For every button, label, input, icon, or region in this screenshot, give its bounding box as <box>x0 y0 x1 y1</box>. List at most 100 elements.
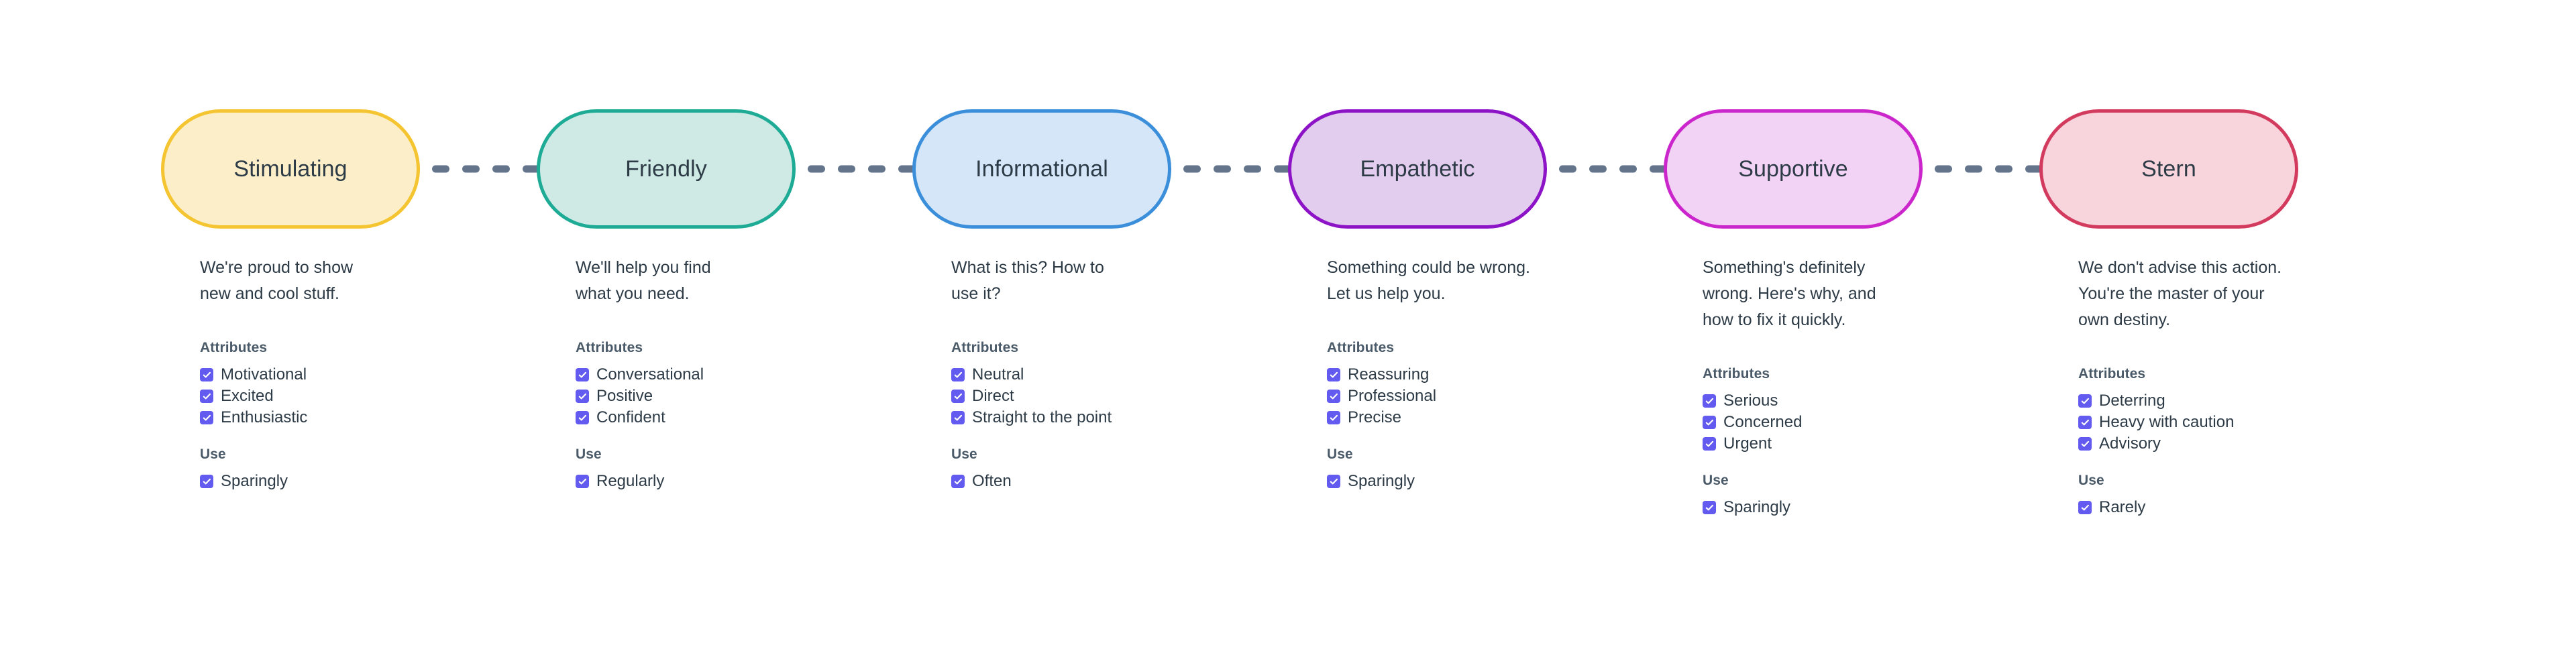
checkbox-label: Neutral <box>972 365 1024 384</box>
dash-segment <box>1183 165 1201 173</box>
dashed-line-icon <box>802 165 920 173</box>
tone-pill-friendly[interactable]: Friendly <box>537 109 796 229</box>
checkbox-label: Direct <box>972 387 1014 405</box>
checkbox-label: Rarely <box>2099 498 2146 516</box>
dash-segment <box>867 165 885 173</box>
tone-description: We'll help you find what you need. <box>576 258 711 303</box>
checkbox-item[interactable]: Excited <box>200 386 537 407</box>
checkbox-label: Often <box>972 472 1012 490</box>
tone-pill-cell: Empathetic <box>1288 109 1667 229</box>
dash-segment <box>1589 165 1607 173</box>
checkmark-icon[interactable] <box>200 390 213 403</box>
checkmark-icon[interactable] <box>1703 501 1716 514</box>
checkbox-label: Excited <box>221 387 274 405</box>
checkmark-icon[interactable] <box>1703 394 1716 408</box>
checkbox-item[interactable]: Advisory <box>2078 433 2415 455</box>
checkbox-label: Reassuring <box>1348 365 1430 384</box>
checkbox-item[interactable]: Direct <box>951 386 1288 407</box>
tone-pill-cell: Stern <box>2039 109 2415 229</box>
checkbox-item[interactable]: Sparingly <box>1703 497 2039 518</box>
checkmark-icon[interactable] <box>1327 390 1340 403</box>
tone-pill-label: Empathetic <box>1360 156 1475 182</box>
checkbox-item[interactable]: Professional <box>1327 386 1664 407</box>
dashed-line-icon <box>1929 165 2047 173</box>
tone-detail-columns: We're proud to show new and cool stuff. A… <box>161 255 2415 518</box>
dashed-line-icon <box>427 165 545 173</box>
dash-segment <box>1964 165 1982 173</box>
group-title-use: Use <box>576 447 602 462</box>
checkbox-item[interactable]: Enthusiastic <box>200 407 537 428</box>
checkbox-item[interactable]: Regularly <box>576 471 912 492</box>
tone-description: We don't advise this action. You're the … <box>2078 258 2282 329</box>
checkbox-item[interactable]: Heavy with caution <box>2078 412 2415 433</box>
tone-pill-informational[interactable]: Informational <box>912 109 1171 229</box>
checkmark-icon[interactable] <box>200 475 213 488</box>
checkmark-icon[interactable] <box>576 411 589 424</box>
checkmark-icon[interactable] <box>200 368 213 381</box>
checkmark-icon[interactable] <box>1327 475 1340 488</box>
checkmark-icon[interactable] <box>2078 394 2092 408</box>
checkbox-item[interactable]: Concerned <box>1703 412 2039 433</box>
checkmark-icon[interactable] <box>576 390 589 403</box>
checkbox-item[interactable]: Confident <box>576 407 912 428</box>
dash-segment <box>492 165 510 173</box>
tone-pill-label: Stern <box>2141 156 2196 182</box>
checkbox-item[interactable]: Motivational <box>200 364 537 386</box>
checkmark-icon[interactable] <box>951 390 965 403</box>
checkbox-label: Precise <box>1348 408 1402 426</box>
checkbox-item[interactable]: Straight to the point <box>951 407 1288 428</box>
checkbox-item[interactable]: Positive <box>576 386 912 407</box>
dash-segment <box>1934 165 1952 173</box>
tone-description: We're proud to show new and cool stuff. <box>200 258 354 303</box>
checkmark-icon[interactable] <box>2078 437 2092 451</box>
tone-pill-supportive[interactable]: Supportive <box>1664 109 1923 229</box>
checkbox-item[interactable]: Deterring <box>2078 390 2415 412</box>
dash-segment <box>837 165 855 173</box>
checkmark-icon[interactable] <box>951 411 965 424</box>
checkmark-icon[interactable] <box>1703 416 1716 429</box>
dash-segment <box>1619 165 1637 173</box>
checkmark-icon[interactable] <box>951 475 965 488</box>
tone-column-supportive: Something's definitely wrong. Here's why… <box>1664 255 2039 518</box>
checkmark-icon[interactable] <box>200 411 213 424</box>
dash-segment <box>431 165 449 173</box>
checkbox-label: Regularly <box>596 472 665 490</box>
tone-pill-stern[interactable]: Stern <box>2039 109 2298 229</box>
checkbox-item[interactable]: Precise <box>1327 407 1664 428</box>
checkbox-item[interactable]: Neutral <box>951 364 1288 386</box>
checkmark-icon[interactable] <box>576 368 589 381</box>
checkbox-item[interactable]: Often <box>951 471 1288 492</box>
tone-column-friendly: We'll help you find what you need. Attrib… <box>537 255 912 518</box>
checkbox-item[interactable]: Urgent <box>1703 433 2039 455</box>
dash-segment <box>2025 165 2043 173</box>
tone-pill-label: Informational <box>975 156 1108 182</box>
checkbox-item[interactable]: Serious <box>1703 390 2039 412</box>
checkmark-icon[interactable] <box>1703 437 1716 451</box>
checkbox-item[interactable]: Rarely <box>2078 497 2415 518</box>
checkbox-item[interactable]: Sparingly <box>200 471 537 492</box>
checkbox-item[interactable]: Reassuring <box>1327 364 1664 386</box>
checkbox-label: Heavy with caution <box>2099 413 2235 431</box>
checkmark-icon[interactable] <box>2078 501 2092 514</box>
tone-column-stimulating: We're proud to show new and cool stuff. A… <box>161 255 537 518</box>
checkmark-icon[interactable] <box>1327 411 1340 424</box>
checkmark-icon[interactable] <box>951 368 965 381</box>
group-title-use: Use <box>951 447 977 462</box>
group-title-attributes: Attributes <box>951 340 1019 355</box>
group-title-use: Use <box>2078 473 2104 488</box>
checkbox-item[interactable]: Sparingly <box>1327 471 1664 492</box>
checkmark-icon[interactable] <box>576 475 589 488</box>
checkmark-icon[interactable] <box>2078 416 2092 429</box>
tone-pill-empathetic[interactable]: Empathetic <box>1288 109 1547 229</box>
tone-pill-label: Stimulating <box>233 156 347 182</box>
checkbox-item[interactable]: Conversational <box>576 364 912 386</box>
tone-pill-stimulating[interactable]: Stimulating <box>161 109 420 229</box>
checkmark-icon[interactable] <box>1327 368 1340 381</box>
checkbox-label: Urgent <box>1723 434 1772 453</box>
